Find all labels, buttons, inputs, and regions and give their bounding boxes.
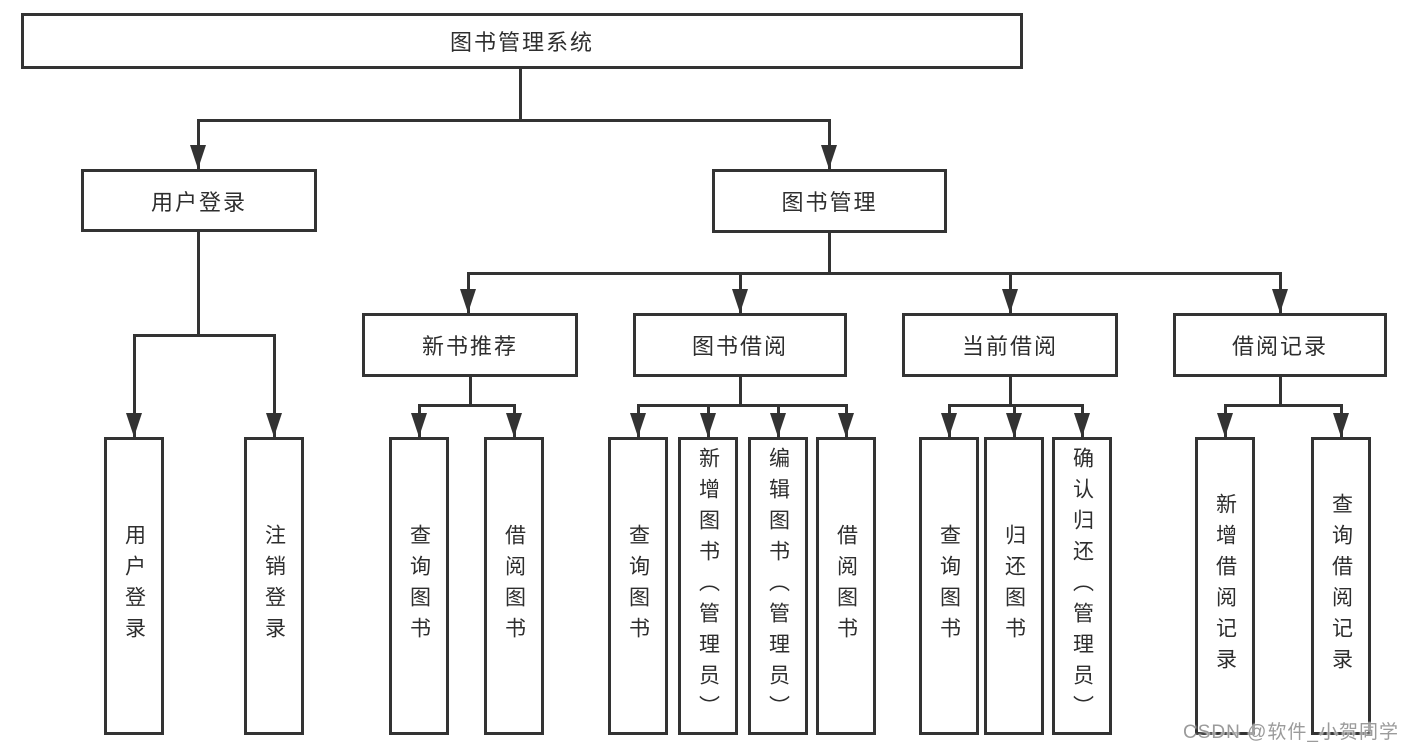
connector-book-borrow-branch xyxy=(637,404,847,407)
connector-root-stem xyxy=(519,69,522,121)
leaf-query-books-current-label: 查询图书 xyxy=(937,524,961,648)
node-book-management: 图书管理 xyxy=(712,169,947,233)
arrow-down-icon xyxy=(506,413,522,437)
connector-to-leaf-logout xyxy=(273,334,276,437)
leaf-query-books-recommend: 查询图书 xyxy=(389,437,449,735)
node-new-book-recommend-label: 新书推荐 xyxy=(421,334,518,359)
arrow-down-icon xyxy=(1074,413,1090,437)
leaf-borrow-books-recommend: 借阅图书 xyxy=(484,437,544,735)
connector-new-book-recommend-stem xyxy=(469,377,472,407)
connector-current-borrow-stem xyxy=(1009,377,1012,407)
leaf-query-borrow-record: 查询借阅记录 xyxy=(1311,437,1371,735)
leaf-query-books-recommend-label: 查询图书 xyxy=(407,524,431,648)
arrow-down-icon xyxy=(1217,413,1233,437)
node-current-borrow: 当前借阅 xyxy=(902,313,1118,377)
arrow-down-icon xyxy=(838,413,854,437)
connector-user-login-stem xyxy=(197,232,200,337)
leaf-edit-book-admin: 编辑图书（管理员） xyxy=(748,437,808,735)
leaf-logout: 注销登录 xyxy=(244,437,304,735)
connector-borrow-records-stem xyxy=(1279,377,1282,407)
leaf-add-book-admin: 新增图书（管理员） xyxy=(678,437,738,735)
node-borrow-records: 借阅记录 xyxy=(1173,313,1387,377)
connector-book-management-branch xyxy=(467,272,1281,275)
node-current-borrow-label: 当前借阅 xyxy=(961,334,1058,359)
node-book-management-label: 图书管理 xyxy=(781,190,878,215)
arrow-down-icon xyxy=(821,145,837,169)
connector-new-book-recommend-branch xyxy=(418,404,516,407)
arrow-down-icon xyxy=(1006,413,1022,437)
node-book-borrow: 图书借阅 xyxy=(633,313,847,377)
arrow-down-icon xyxy=(700,413,716,437)
connector-to-leaf-user-login xyxy=(133,334,136,437)
leaf-return-book-label: 归还图书 xyxy=(1002,524,1026,648)
node-root-label: 图书管理系统 xyxy=(449,30,594,55)
arrow-down-icon xyxy=(1002,289,1018,313)
node-book-borrow-label: 图书借阅 xyxy=(691,334,788,359)
arrow-down-icon xyxy=(1333,413,1349,437)
arrow-down-icon xyxy=(411,413,427,437)
node-new-book-recommend: 新书推荐 xyxy=(362,313,578,377)
arrow-down-icon xyxy=(630,413,646,437)
connector-user-login-branch xyxy=(133,334,275,337)
leaf-edit-book-admin-label: 编辑图书（管理员） xyxy=(766,446,790,726)
leaf-add-borrow-record-label: 新增借阅记录 xyxy=(1213,493,1237,679)
arrow-down-icon xyxy=(1272,289,1288,313)
leaf-confirm-return-admin: 确认归还（管理员） xyxy=(1052,437,1112,735)
leaf-add-book-admin-label: 新增图书（管理员） xyxy=(696,446,720,726)
arrow-down-icon xyxy=(190,145,206,169)
connector-book-borrow-stem xyxy=(739,377,742,407)
watermark: CSDN @软件_小贺同学 xyxy=(1183,722,1399,743)
arrow-down-icon xyxy=(941,413,957,437)
leaf-borrow-books-label: 借阅图书 xyxy=(834,524,858,648)
connector-root-to-user-login xyxy=(197,119,200,169)
leaf-return-book: 归还图书 xyxy=(984,437,1044,735)
node-user-login: 用户登录 xyxy=(81,169,317,232)
connector-book-management-stem xyxy=(828,233,831,275)
node-root: 图书管理系统 xyxy=(21,13,1023,69)
arrow-down-icon xyxy=(126,413,142,437)
connector-root-branch xyxy=(197,119,831,122)
arrow-down-icon xyxy=(732,289,748,313)
leaf-user-login-label: 用户登录 xyxy=(122,524,146,648)
leaf-query-books-borrow-label: 查询图书 xyxy=(626,524,650,648)
leaf-add-borrow-record: 新增借阅记录 xyxy=(1195,437,1255,735)
arrow-down-icon xyxy=(266,413,282,437)
connector-borrow-records-branch xyxy=(1224,404,1342,407)
leaf-borrow-books-recommend-label: 借阅图书 xyxy=(502,524,526,648)
leaf-logout-label: 注销登录 xyxy=(262,524,286,648)
leaf-query-books-current: 查询图书 xyxy=(919,437,979,735)
connector-root-to-book-management xyxy=(828,119,831,169)
node-user-login-label: 用户登录 xyxy=(150,189,247,215)
node-borrow-records-label: 借阅记录 xyxy=(1231,334,1328,359)
arrow-down-icon xyxy=(770,413,786,437)
leaf-confirm-return-admin-label: 确认归还（管理员） xyxy=(1070,446,1094,726)
leaf-borrow-books: 借阅图书 xyxy=(816,437,876,735)
leaf-query-books-borrow: 查询图书 xyxy=(608,437,668,735)
leaf-query-borrow-record-label: 查询借阅记录 xyxy=(1329,493,1353,679)
arrow-down-icon xyxy=(460,289,476,313)
leaf-user-login: 用户登录 xyxy=(104,437,164,735)
